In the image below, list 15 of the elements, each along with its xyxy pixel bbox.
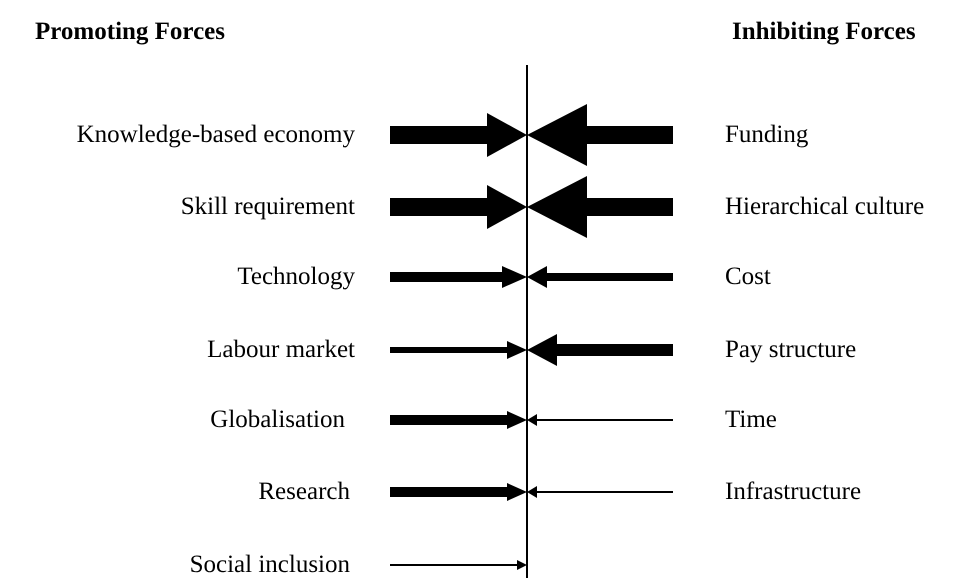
force-label: Cost — [725, 262, 771, 292]
force-label: Technology — [237, 262, 355, 292]
force-label: Social inclusion — [190, 550, 350, 578]
force-label: Infrastructure — [725, 477, 862, 507]
force-label: Time — [725, 405, 777, 435]
column-heading: Inhibiting Forces — [732, 17, 916, 47]
force-label: Pay structure — [725, 335, 856, 365]
force-label: Hierarchical culture — [725, 192, 924, 222]
force-label: Labour market — [207, 335, 355, 365]
force-label: Knowledge-based economy — [76, 120, 355, 150]
force-label: Skill requirement — [180, 192, 355, 222]
column-heading: Promoting Forces — [35, 17, 226, 47]
force-label: Funding — [725, 120, 808, 150]
force-label: Research — [258, 477, 350, 507]
force-label: Globalisation — [210, 405, 345, 435]
